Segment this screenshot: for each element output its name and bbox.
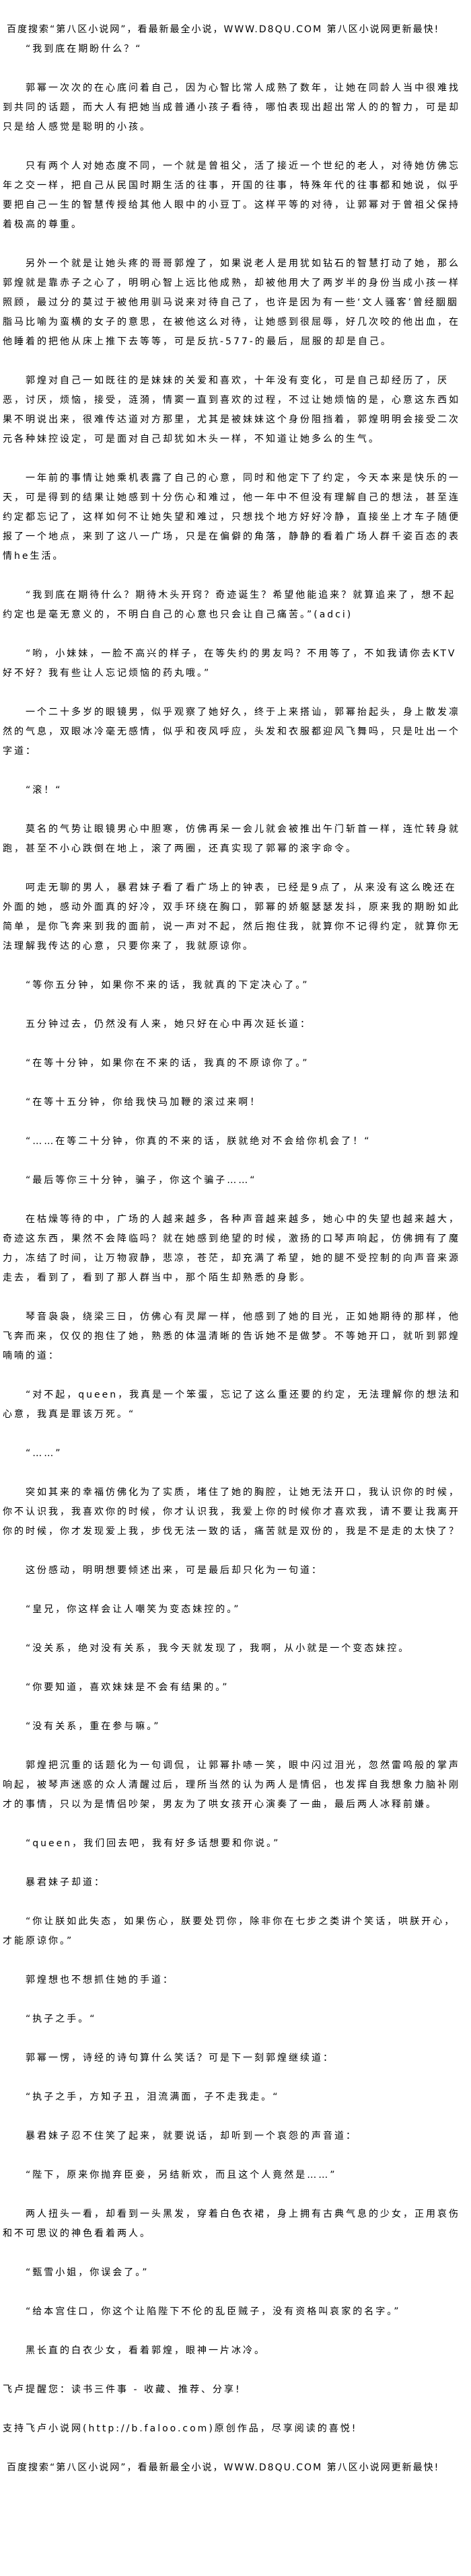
paragraph: 郭煌把沉重的话题化为一句调侃，让郭幂扑哧一笑，眼中闪过泪光，忽然雷鸣般的掌声响起… bbox=[3, 1760, 460, 1810]
chapter-page: 百度搜索“第八区小说网”，看最新最全小说，WWW.D8QU.COM 第八区小说网… bbox=[3, 24, 467, 2473]
paragraph: 一个二十多岁的眼镜男，似乎观察了她好久，终于上来搭讪，郭幂抬起头，身上散发凛然的… bbox=[3, 707, 460, 757]
site-banner-top: 百度搜索“第八区小说网”，看最新最全小说，WWW.D8QU.COM 第八区小说网… bbox=[7, 24, 440, 35]
paragraph: “queen，我们回去吧，我有好多话想要和你说。” bbox=[26, 1838, 281, 1849]
paragraph: “最后等你三十分钟，骗子，你这个骗子……“ bbox=[26, 1175, 257, 1186]
paragraph: 一年前的事情让她乘机表露了自己的心意，同时和他定下了约定，今天本来是快乐的一天，… bbox=[3, 473, 460, 562]
paragraph: “……在等二十分钟，你真的不来的话，朕就绝对不会给你机会了！“ bbox=[26, 1136, 371, 1147]
paragraph: “……” bbox=[26, 1448, 63, 1459]
paragraph: 呵走无聊的男人，暴君妹子看了看广场上的钟表，已经是9点了，从来没有这么晚还在外面… bbox=[3, 882, 460, 952]
paragraph: 郭幂一次次的在心底问着自己，因为心智比常人成熟了数年，让她在同龄人当中很难找到共… bbox=[3, 83, 460, 132]
paragraph: “执子之手。“ bbox=[26, 2014, 97, 2024]
paragraph: “没关系，绝对没有关系，我今天就发现了，我啊，从小就是一个变态妹控。 bbox=[26, 1643, 410, 1654]
paragraph: “你要知道，喜欢妹妹是不会有结果的。” bbox=[26, 1682, 229, 1693]
paragraph: 暴君妹子忍不住笑了起来，就要说话，却听到一个哀怨的声音道： bbox=[26, 2131, 357, 2142]
paragraph: 在枯燥等待的中，广场的人越来越多，各种声音越来越多，她心中的失望也越来越大，奇迹… bbox=[3, 1214, 460, 1283]
paragraph: 黑长直的白衣少女，看着郭煌，眼神一片冰冷。 bbox=[26, 2345, 266, 2356]
paragraph: “我到底在期盼什么？“ bbox=[26, 44, 143, 54]
chapter-content: “我到底在期盼什么？“ 郭幂一次次的在心底问着自己，因为心智比常人成熟了数年，让她… bbox=[3, 40, 467, 2361]
paragraph: 琴音袅袅，绕梁三日，仿佛心有灵犀一样，他感到了她的目光，正如她期待的那样，他飞奔… bbox=[3, 1312, 460, 1361]
paragraph: 只有两个人对她态度不同，一个就是曾祖父，活了接近一个世纪的老人，对待她仿佛忘年之… bbox=[3, 161, 460, 230]
paragraph: “等你五分钟，如果你不来的话，我就真的下定决心了。” bbox=[26, 980, 310, 991]
paragraph: “陛下，原来你抛弃臣妾，另结新欢，而且这个人竟然是……” bbox=[26, 2170, 337, 2181]
faloo-support-link[interactable]: 支持飞卢小说网(http://b.faloo.com)原创作品，尽享阅读的喜悦! bbox=[3, 2423, 358, 2434]
paragraph: “你让朕如此失态，如果伤心，朕要处罚你，除非你在七步之类讲个笑话，哄朕开心，才能… bbox=[3, 1916, 456, 1946]
paragraph: 莫名的气势让眼镜男心中胆寒，仿佛再呆一会儿就会被推出午门斩首一样，连忙转身就跑，… bbox=[3, 824, 460, 854]
faloo-reminder: 飞卢提醒您：读书三件事 - 收藏、推荐、分享! bbox=[3, 2384, 242, 2395]
paragraph: “对不起，queen，我真是一个笨蛋，忘记了这么重还要的约定，无法理解你的想法和… bbox=[3, 1390, 462, 1420]
paragraph: “哟，小妹妹，一脸不高兴的样子，在等失约的男友吗？不用等了，不如我请你去KTV好… bbox=[3, 648, 457, 679]
site-banner-bottom: 百度搜索“第八区小说网”，看最新最全小说，WWW.D8QU.COM 第八区小说网… bbox=[7, 2462, 440, 2473]
paragraph: “皇兄，你这样会让人嘲笑为变态妹控的。” bbox=[26, 1604, 241, 1615]
paragraph: “给本宫住口，你这个让陷陛下不伦的乱臣贼子，没有资格叫哀家的名字。” bbox=[26, 2306, 401, 2317]
paragraph: “我到底在期待什么？期待木头开窍？奇迹诞生？希望他能追来？就算追来了，想不起约定… bbox=[3, 590, 456, 620]
paragraph: 郭煌想也不想抓住她的手道： bbox=[26, 1975, 174, 1985]
paragraph: 郭煌对自己一如既往的是妹妹的关爱和喜欢，十年没有变化，可是自己却经历了，厌恶，讨… bbox=[3, 375, 460, 445]
paragraph: “在等十分钟，如果你在不来的话，我真的不原谅你了。” bbox=[26, 1058, 310, 1069]
paragraph: 郭幂一愣，诗经的诗句算什么笑话？可是下一刻郭煌继续道： bbox=[26, 2053, 334, 2063]
paragraph: 两人扭头一看，却看到一头黑发，穿着白色衣裙，身上拥有古典气息的少女，正用哀伤和不… bbox=[3, 2209, 460, 2239]
paragraph: 另外一个就是让她头疼的哥哥郭煌了，如果说老人是用犹如钻石的智慧打动了她，那么郭煌… bbox=[3, 258, 460, 347]
paragraph: “滚！“ bbox=[26, 785, 63, 796]
paragraph: “在等十五分钟，你给我快马加鞭的滚过来啊！ bbox=[26, 1097, 262, 1108]
paragraph: “没有关系，重在参与嘛。” bbox=[26, 1721, 161, 1732]
paragraph: 突如其来的幸福仿佛化为了实质，堵住了她的胸腔，让她无法开口，我认识你的时候，你不… bbox=[3, 1487, 460, 1537]
paragraph: 五分钟过去，仍然没有人来，她只好在心中再次延长道： bbox=[26, 1019, 312, 1030]
paragraph: “甄雪小姐，你误会了。” bbox=[26, 2267, 149, 2278]
paragraph: 暴君妹子却道： bbox=[26, 1877, 106, 1888]
paragraph: “执子之手，方知子丑，泪流满面，子不走我走。“ bbox=[26, 2092, 280, 2103]
paragraph: 这份感动，明明想要倾述出来，可是最后却只化为一句道： bbox=[26, 1565, 323, 1576]
